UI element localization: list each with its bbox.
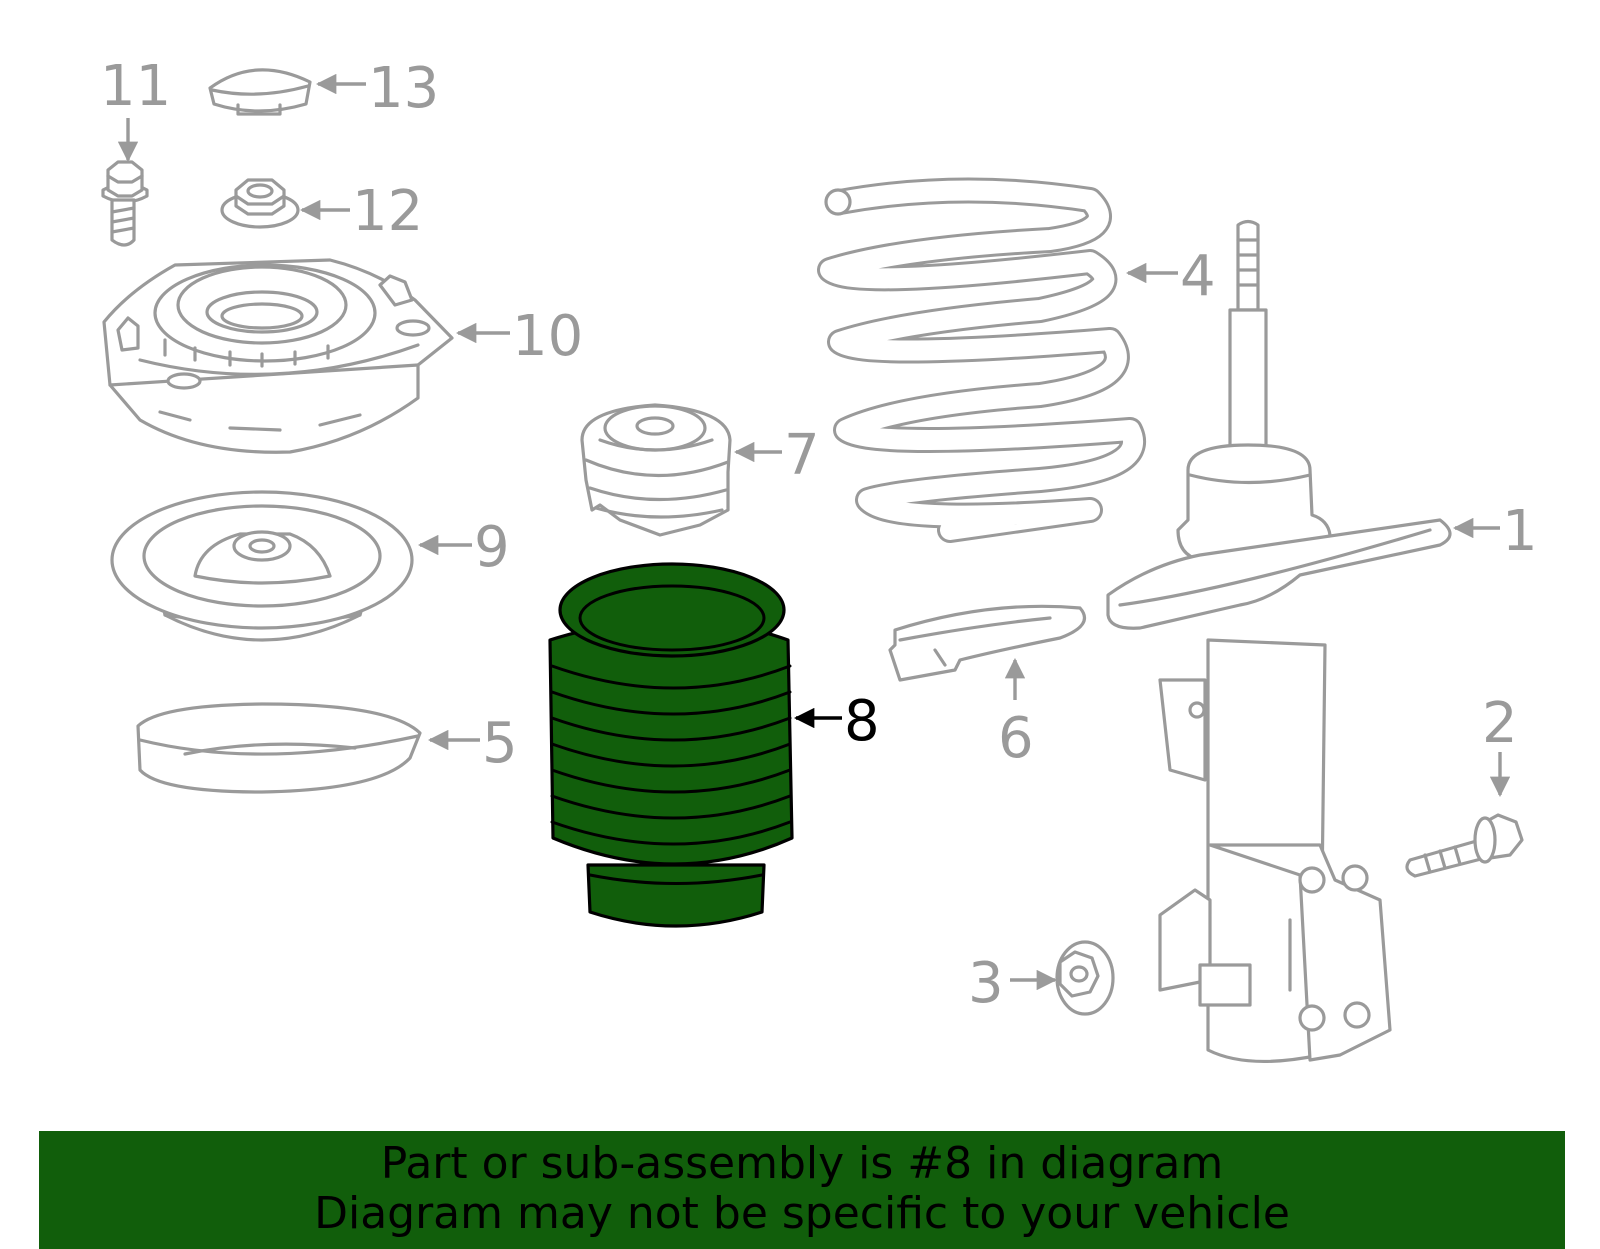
part-3-nut bbox=[1055, 940, 1115, 1016]
part-10-strut-mount bbox=[102, 258, 454, 454]
part-4-coil-spring bbox=[817, 177, 1146, 543]
part-1-strut bbox=[1106, 219, 1452, 1064]
part-6-lower-insulator bbox=[888, 604, 1086, 682]
part-12-nut bbox=[220, 178, 300, 229]
banner-line-2: Diagram may not be specific to your vehi… bbox=[314, 1188, 1290, 1239]
disclaimer-banner: Part or sub-assembly is #8 in diagram Di… bbox=[39, 1131, 1565, 1249]
callout-4: 4 bbox=[1180, 244, 1216, 309]
callout-6: 6 bbox=[998, 706, 1034, 771]
part-13-cap bbox=[208, 68, 312, 116]
parts-diagram: 11 13 12 10 9 5 7 8 6 4 1 2 3 bbox=[100, 54, 1538, 1064]
callout-10: 10 bbox=[512, 304, 583, 369]
callout-12: 12 bbox=[352, 179, 423, 244]
callout-8: 8 bbox=[844, 689, 880, 754]
part-8-dust-boot bbox=[548, 562, 794, 928]
part-11-bolt bbox=[101, 160, 149, 247]
callout-1: 1 bbox=[1502, 499, 1538, 564]
callout-5: 5 bbox=[482, 711, 518, 776]
callout-11: 11 bbox=[100, 54, 171, 119]
callout-arrows bbox=[117, 73, 1511, 991]
callout-2: 2 bbox=[1482, 691, 1518, 756]
part-5-isolator bbox=[136, 702, 422, 794]
part-7-jounce-bumper bbox=[580, 403, 732, 537]
banner-line-1: Part or sub-assembly is #8 in diagram bbox=[380, 1138, 1224, 1189]
callout-7: 7 bbox=[784, 423, 820, 488]
callout-3: 3 bbox=[968, 951, 1004, 1016]
part-9-spring-seat bbox=[110, 490, 414, 642]
callout-13: 13 bbox=[368, 56, 439, 121]
callout-9: 9 bbox=[474, 515, 510, 580]
part-2-bolt bbox=[1405, 813, 1524, 878]
